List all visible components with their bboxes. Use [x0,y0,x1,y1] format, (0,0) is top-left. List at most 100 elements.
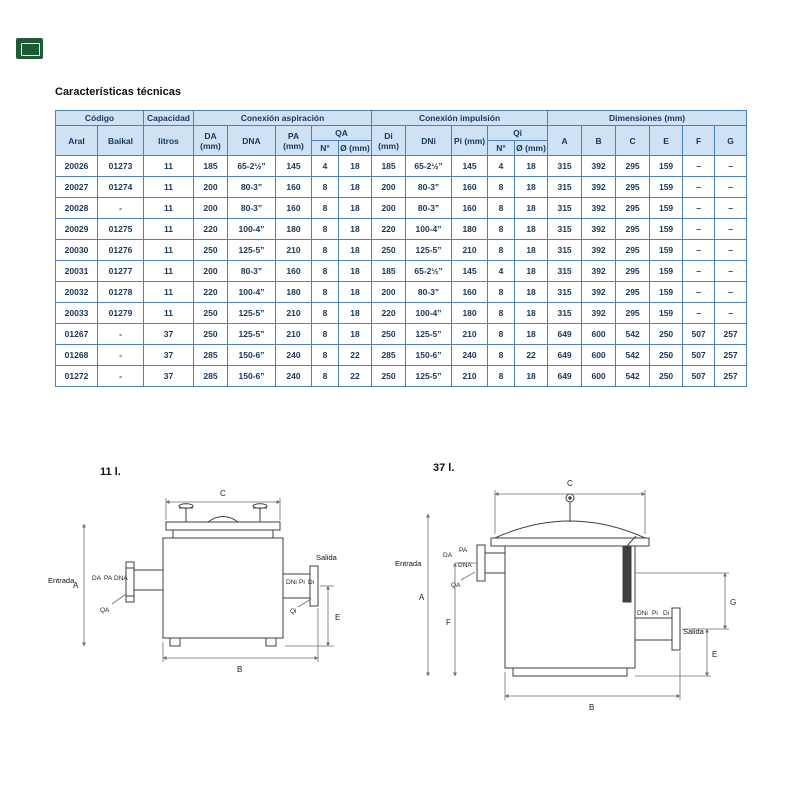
value-cell: 65-2½” [405,260,453,282]
lid-handle [207,516,239,523]
dim-label-dni: DNi [637,610,648,617]
value-cell: 220 [371,218,407,240]
dim-label-dni: DNi [286,579,297,586]
value-cell: 250 [371,239,407,261]
header-qa-diam: Ø (mm) [337,140,373,156]
value-cell: 8 [311,365,339,387]
value-cell: 295 [615,281,651,303]
value-cell: 600 [581,323,617,345]
diagram-title-37l: 37 l. [433,462,455,474]
value-cell: 159 [649,260,684,282]
value-cell: 65-2½” [405,155,453,177]
diagram-title-11l: 11 l. [100,466,121,478]
diagram-37l: Entrada DA PA DNA QA C A F B G E DNi Pi … [395,479,736,712]
value-cell: 250 [649,344,684,366]
value-cell: 125-5” [227,239,276,261]
value-cell: 392 [581,218,617,240]
value-cell: 18 [337,218,373,240]
dim-label-qa: QA [100,607,110,614]
value-cell: 11 [143,197,194,219]
value-cell: 160 [451,197,489,219]
value-cell: 392 [581,239,617,261]
value-cell: 210 [451,323,489,345]
value-cell: 315 [547,281,583,303]
dim-label-f: F [446,618,451,627]
dim-label-g: G [730,598,736,607]
value-cell: 200 [371,197,407,219]
value-cell: – [714,155,748,177]
value-cell: – [714,302,748,324]
value-cell: 8 [311,344,339,366]
value-cell: 240 [275,365,312,387]
value-cell: 22 [337,344,373,366]
value-cell: 18 [514,260,549,282]
value-cell: 8 [311,260,339,282]
header-qa: QA [310,125,373,141]
inlet-flange [125,561,135,603]
code-cell: 01277 [97,260,144,282]
value-cell: 250 [193,302,228,324]
value-cell: 257 [714,344,748,366]
value-cell: 392 [581,260,617,282]
value-cell: 160 [275,197,312,219]
value-cell: 250 [371,323,407,345]
value-cell: 8 [487,323,516,345]
dim-label-e: E [335,613,340,622]
code-cell: 20027 [55,176,98,198]
foot [169,637,181,647]
value-cell: 185 [371,155,407,177]
value-cell: 8 [487,302,516,324]
code-cell: 01276 [97,239,144,261]
value-cell: 250 [649,323,684,345]
diagram-labels-11l: Entrada A DA PA DNA QA C B E DNi Pi Di Q… [48,489,340,674]
value-cell: 18 [514,218,549,240]
value-cell: 220 [193,218,228,240]
value-cell: 8 [487,281,516,303]
value-cell: 37 [143,323,194,345]
header-qi-diam: Ø (mm) [514,140,549,156]
value-cell: 159 [649,281,684,303]
dim-label-e: E [712,650,717,659]
value-cell: 11 [143,218,194,240]
value-cell: 18 [337,155,373,177]
code-cell: 20033 [55,302,98,324]
outlet-flange [671,607,681,651]
value-cell: 210 [275,239,312,261]
header-codigo: Código [55,110,144,126]
dim-label-pa: PA [104,575,113,582]
value-cell: 4 [487,155,516,177]
value-cell: – [714,218,748,240]
value-cell: 200 [193,176,228,198]
value-cell: 18 [337,176,373,198]
value-cell: 200 [193,197,228,219]
header-dna: DNA [227,125,276,156]
value-cell: 542 [615,344,651,366]
brand-logo-mark [21,43,40,56]
value-cell: 150-6” [227,344,276,366]
value-cell: 159 [649,302,684,324]
header-baikal: Baikal [97,125,144,156]
dim-label-di: Di [663,610,669,617]
value-cell: 125-5” [227,323,276,345]
value-cell: 210 [451,365,489,387]
value-cell: 18 [337,302,373,324]
value-cell: 392 [581,281,617,303]
dim-label-pi: Pi [299,579,305,586]
value-cell: 4 [487,260,516,282]
value-cell: 125-5” [405,323,453,345]
code-cell: 20030 [55,239,98,261]
value-cell: 18 [514,365,549,387]
dim-label-qi: Qi [290,608,297,615]
value-cell: – [682,239,716,261]
value-cell: 200 [193,260,228,282]
code-cell: 20029 [55,218,98,240]
dim-label-dna: DNA [458,562,472,569]
value-cell: 210 [451,239,489,261]
value-cell: 11 [143,239,194,261]
